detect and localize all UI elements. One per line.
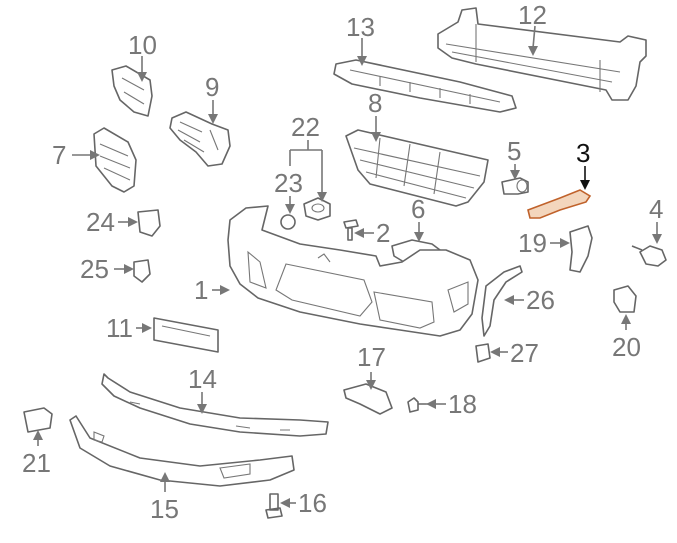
callout-4: 4 [649, 194, 663, 244]
callout-24: 24 [86, 207, 138, 237]
svg-text:10: 10 [128, 30, 157, 60]
callout-25: 25 [80, 254, 134, 284]
callout-10: 10 [128, 30, 157, 82]
callout-26: 26 [504, 285, 555, 315]
part-5-pin [501, 177, 529, 195]
part-19-mounting-bracket [569, 225, 593, 273]
svg-text:14: 14 [188, 364, 217, 394]
svg-text:4: 4 [649, 194, 663, 224]
svg-text:16: 16 [298, 488, 327, 518]
part-21-clip [23, 407, 53, 433]
callout-27: 27 [490, 338, 539, 368]
part-15-lower-valance [69, 415, 295, 487]
svg-text:9: 9 [205, 72, 219, 102]
part-26-fender-trim [481, 265, 523, 337]
part-22-sensor-housing [303, 197, 331, 221]
svg-text:19: 19 [518, 228, 547, 258]
part-18-bolt [407, 397, 430, 413]
svg-text:2: 2 [376, 218, 390, 248]
callout-16: 16 [280, 488, 327, 518]
part-8-center-grille [345, 129, 489, 207]
part-3-bracket [527, 189, 592, 219]
part-2-screw [343, 219, 359, 241]
part-24-clip [137, 209, 161, 237]
callout-21: 21 [22, 430, 51, 478]
part-12-impact-bar [437, 7, 647, 101]
svg-text:22: 22 [291, 112, 320, 142]
callout-17: 17 [357, 342, 386, 390]
svg-text:23: 23 [274, 168, 303, 198]
callout-3: 3 [576, 138, 590, 190]
svg-text:12: 12 [518, 0, 547, 30]
callout-12: 12 [518, 0, 547, 56]
part-4-bolt [631, 245, 667, 267]
part-9-air-guide [169, 111, 231, 167]
svg-text:8: 8 [368, 88, 382, 118]
svg-text:18: 18 [448, 389, 477, 419]
callout-19: 19 [518, 228, 570, 258]
part-17-bracket [343, 383, 393, 415]
part-20-small-bracket [613, 285, 637, 313]
svg-text:24: 24 [86, 207, 115, 237]
callout-8: 8 [368, 88, 382, 142]
svg-text:26: 26 [526, 285, 555, 315]
callout-18: 18 [426, 389, 477, 419]
part-23-sensor [280, 214, 296, 230]
callout-6: 6 [411, 194, 425, 242]
callout-15: 15 [150, 472, 179, 524]
part-1-bumper-cover [227, 205, 479, 337]
svg-text:5: 5 [507, 136, 521, 166]
callout-20: 20 [612, 314, 641, 362]
callout-9: 9 [205, 72, 219, 124]
svg-text:20: 20 [612, 332, 641, 362]
svg-text:13: 13 [346, 12, 375, 42]
callout-11: 11 [106, 313, 152, 343]
callout-14: 14 [188, 364, 217, 414]
callout-2: 2 [354, 218, 390, 248]
part-14-spoiler [101, 373, 329, 437]
svg-text:17: 17 [357, 342, 386, 372]
callout-22: 22 [289, 112, 327, 202]
part-13-upper-strip [333, 59, 517, 113]
svg-text:6: 6 [411, 194, 425, 224]
part-11-license-plate [153, 317, 219, 353]
svg-text:25: 25 [80, 254, 109, 284]
svg-text:1: 1 [194, 275, 208, 305]
callout-13: 13 [346, 12, 375, 66]
svg-text:27: 27 [510, 338, 539, 368]
svg-text:21: 21 [22, 448, 51, 478]
svg-text:7: 7 [52, 140, 66, 170]
callout-1: 1 [194, 275, 230, 305]
part-7-side-grille [93, 127, 137, 193]
svg-text:11: 11 [106, 313, 133, 343]
part-25-clip [133, 259, 151, 283]
part-16-pin [265, 493, 283, 519]
part-27-clip [475, 343, 491, 363]
svg-text:3: 3 [576, 138, 590, 168]
callout-23: 23 [274, 168, 303, 214]
callout-5: 5 [507, 136, 521, 180]
callout-7: 7 [52, 140, 100, 170]
svg-text:15: 15 [150, 494, 179, 524]
